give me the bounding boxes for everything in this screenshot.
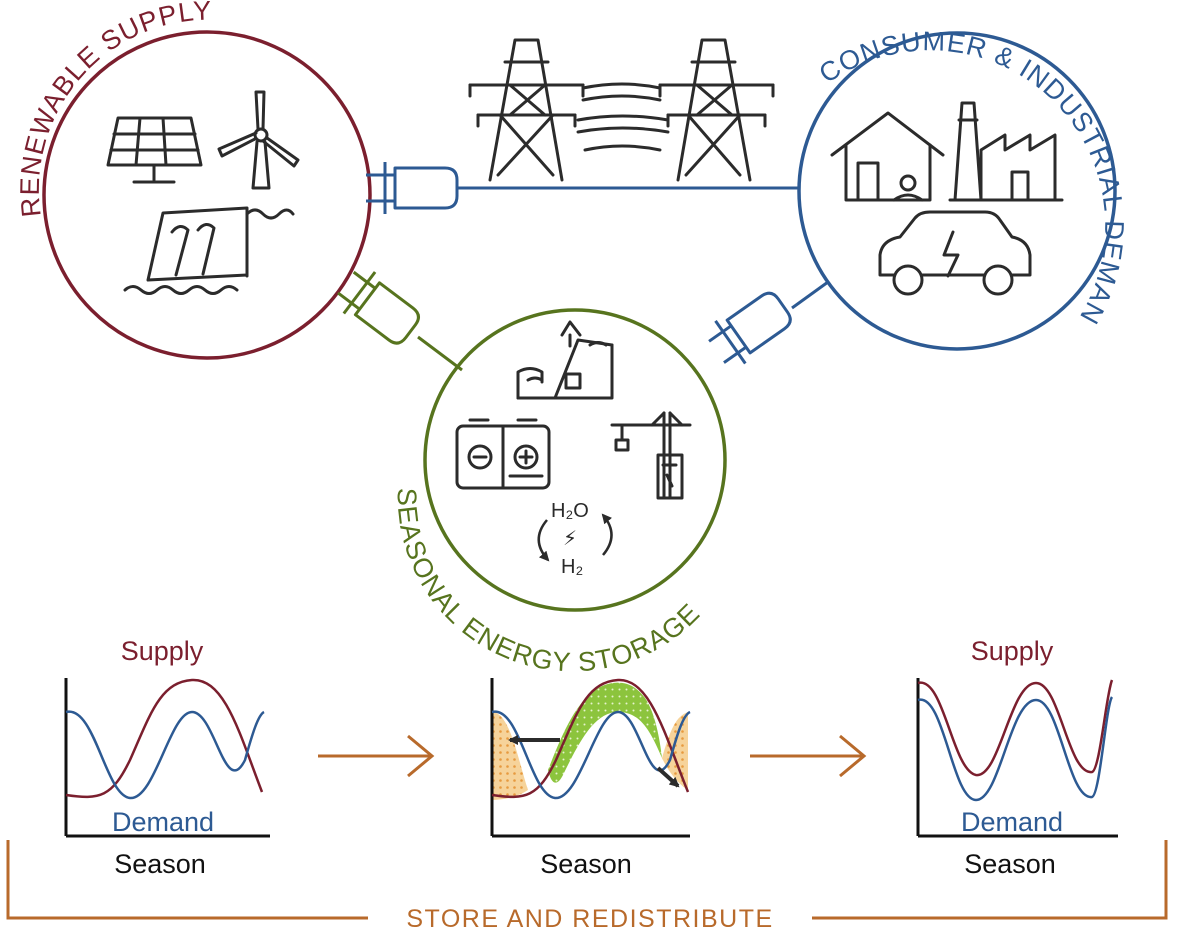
chart-before-demand-label: Demand — [112, 807, 214, 837]
solar-panel-icon — [106, 116, 203, 184]
renewable-supply-node: RENEWABLE SUPPLY — [15, 0, 372, 360]
plug-icon — [708, 291, 792, 365]
chart-during-demand-curve — [491, 710, 691, 800]
pumped-hydro-icon — [516, 320, 614, 400]
chart-before-supply-label: Supply — [121, 636, 204, 666]
electric-car-icon — [878, 210, 1032, 296]
gravity-crane-icon — [610, 411, 692, 500]
footer-label: STORE AND REDISTRIBUTE — [406, 905, 773, 933]
chart-during-deficit-area — [492, 712, 528, 800]
chart-after-demand-curve — [917, 696, 1114, 802]
transmission-tower-icon — [468, 38, 585, 182]
footer-bracket — [6, 840, 1168, 920]
chart-during-x-label: Season — [540, 849, 632, 879]
chart-during-supply-curve — [491, 678, 690, 799]
hydro-dam-icon — [123, 206, 295, 295]
power-lines — [576, 82, 670, 152]
wind-turbine-icon — [217, 90, 300, 190]
supply-storage-line — [417, 335, 463, 372]
seasonal-storage-node: SEASONAL ENERGY STORAGE — [392, 308, 727, 677]
bolt-symbol: ⚡ — [563, 528, 577, 550]
consumer-circle — [797, 31, 1117, 351]
factory-icon — [948, 101, 1064, 202]
chart-after-supply-label: Supply — [971, 636, 1054, 666]
chart-after-x-label: Season — [964, 849, 1056, 879]
chart-during-surplus-area — [548, 682, 662, 783]
chart-before-supply-curve — [65, 678, 264, 799]
storage-circle — [423, 308, 727, 612]
plug-icon — [366, 162, 459, 214]
chart-before: Supply Demand Season — [64, 636, 270, 879]
flow-arrow — [318, 734, 435, 778]
water-formula: H₂O — [551, 500, 589, 522]
plug-icon — [337, 270, 420, 345]
chart-after-supply-curve — [917, 679, 1114, 777]
transmission-tower-icon — [658, 38, 775, 182]
redistribute-arrow — [656, 766, 680, 788]
chart-before-x-label: Season — [114, 849, 206, 879]
flow-arrow — [750, 734, 867, 778]
hydrogen-formula: H₂ — [561, 556, 583, 578]
house-icon — [830, 111, 945, 202]
consumer-demand-node: CONSUMER & INDUSTRIAL DEMAND — [0, 0, 1128, 351]
chart-during: Season — [490, 678, 691, 879]
chart-after-demand-label: Demand — [961, 807, 1063, 837]
hydrogen-cycle-icon: H₂O ⚡ H₂ — [537, 500, 613, 578]
chart-before-demand-curve — [65, 710, 265, 800]
storage-consumer-line — [791, 280, 829, 310]
chart-after: Supply Demand Season — [916, 636, 1118, 879]
battery-icon — [455, 418, 551, 490]
supply-circle — [42, 30, 372, 360]
chart-during-deficit-area — [662, 712, 688, 790]
